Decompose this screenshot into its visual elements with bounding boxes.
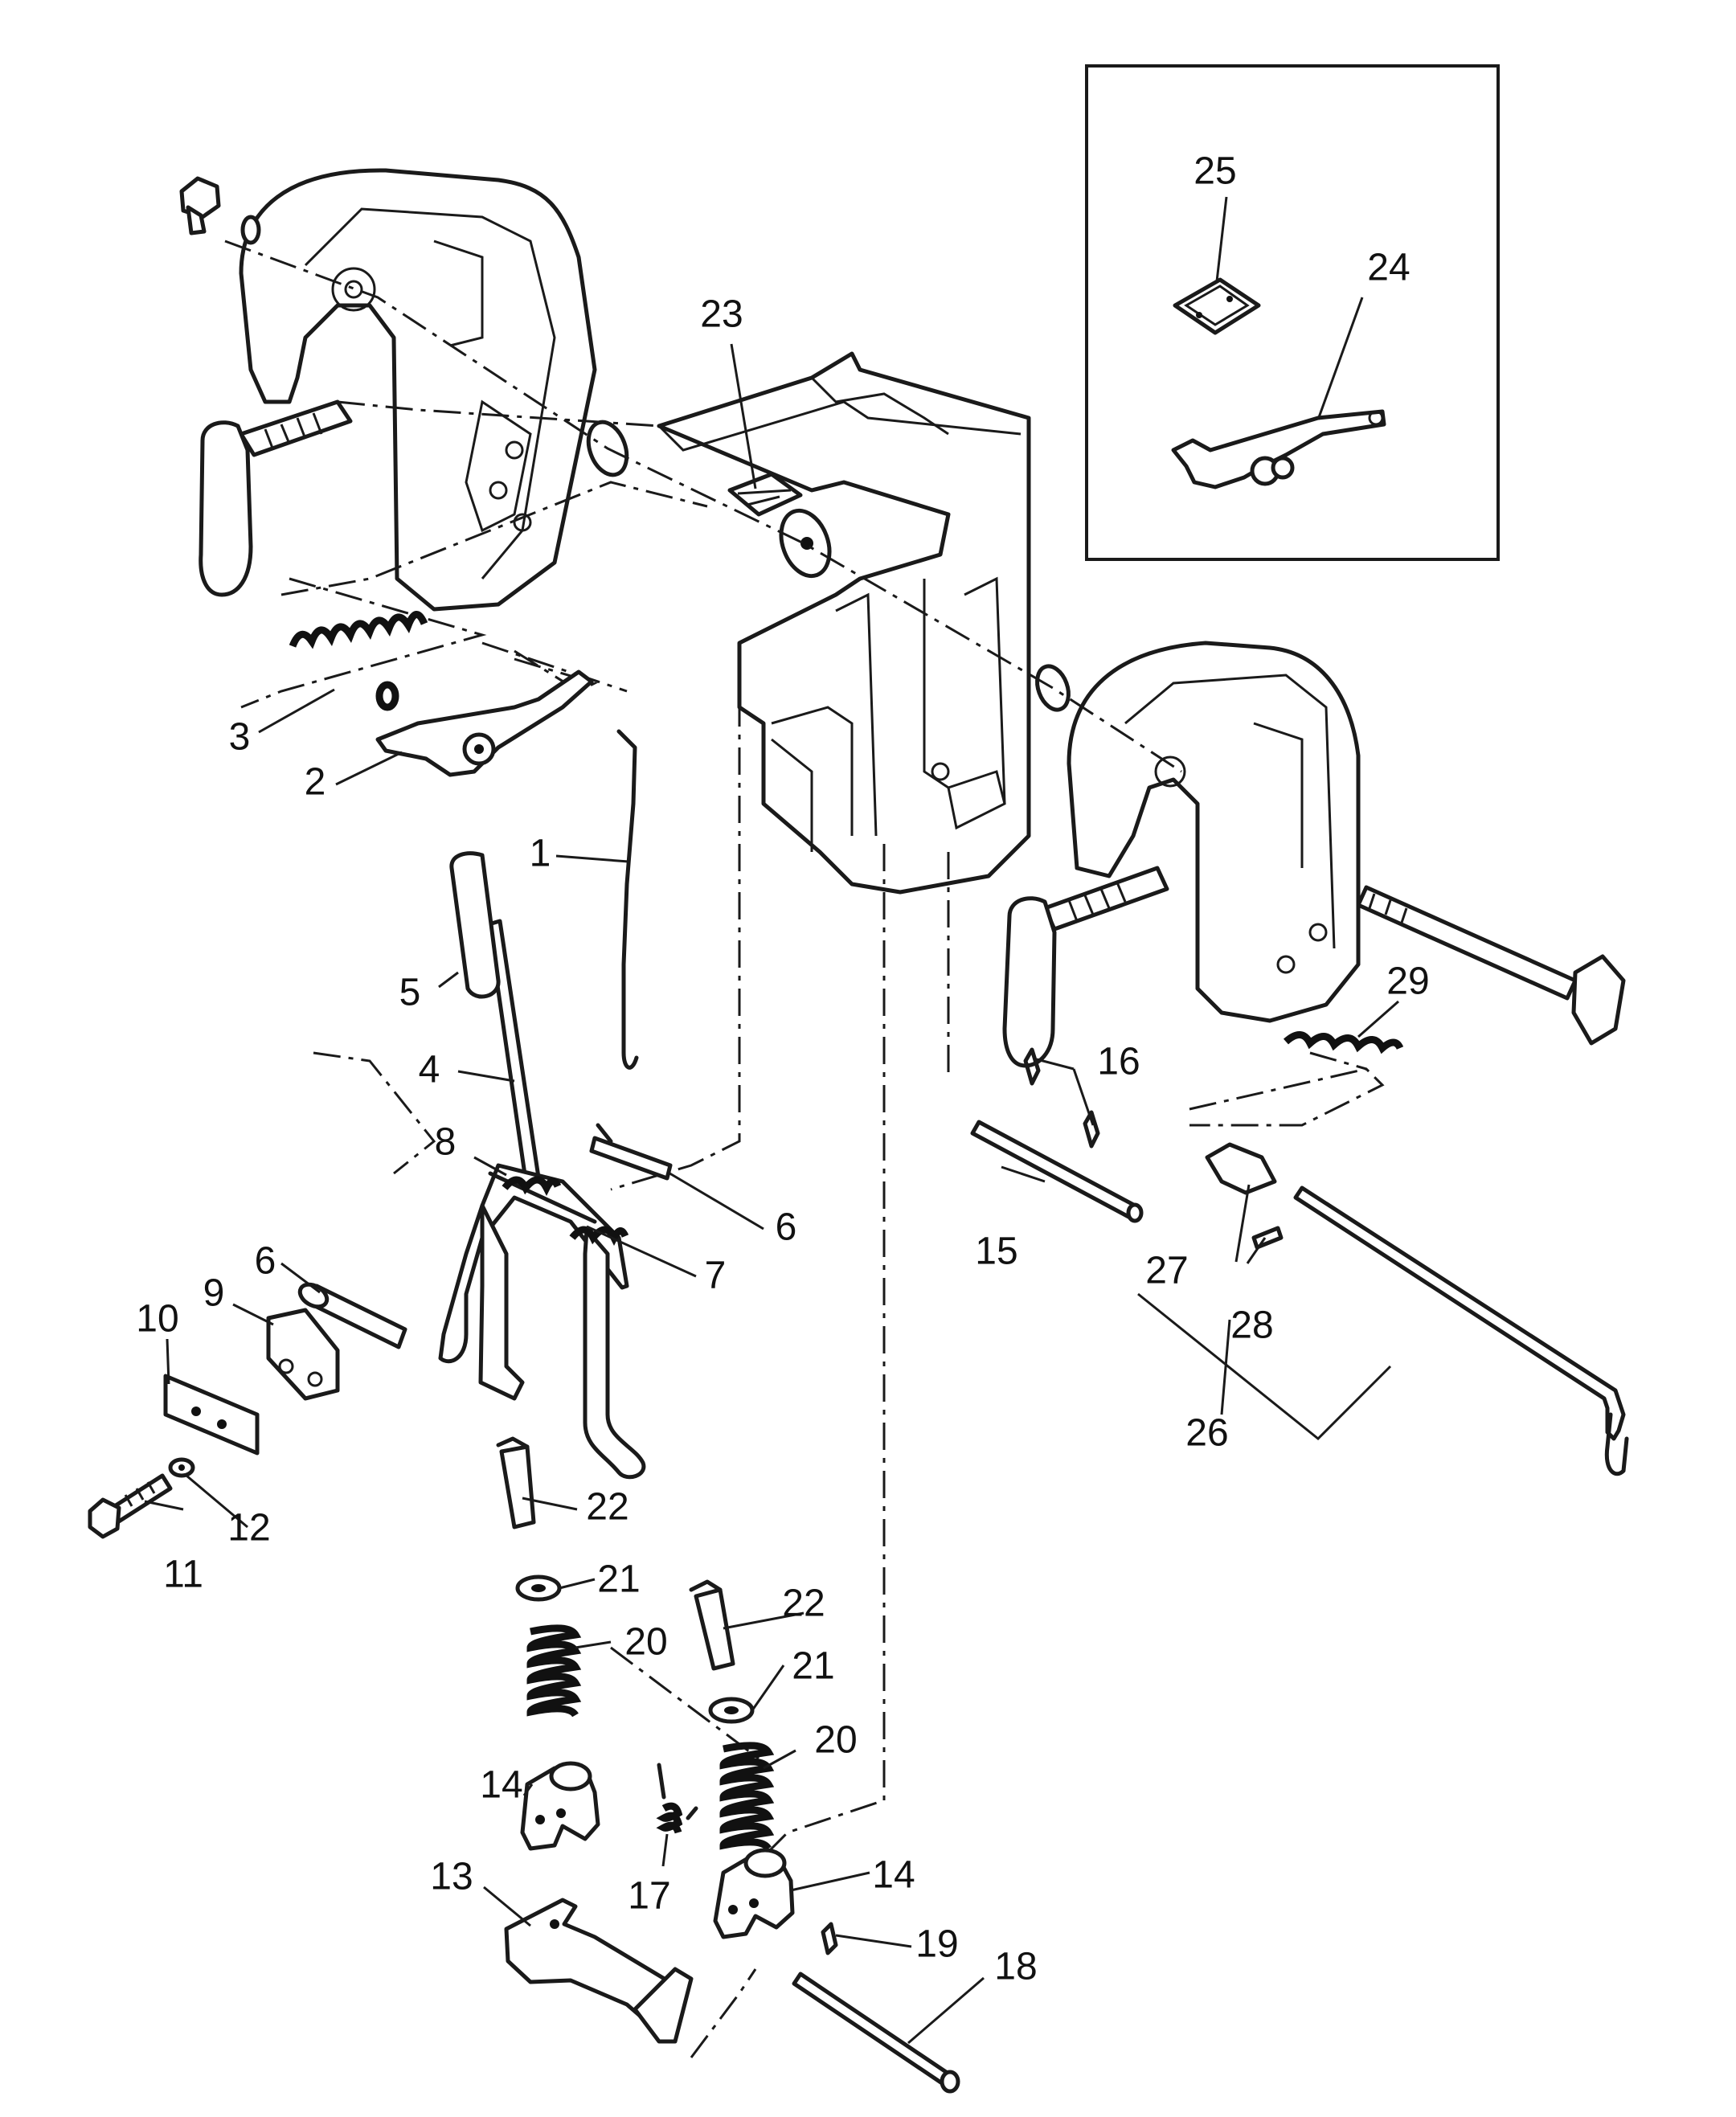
callout-8: 8 [435,1121,457,1164]
pin-6-upper [589,1123,673,1181]
block-9 [266,1308,340,1401]
callout-20-left: 20 [624,1621,667,1664]
callout-6-upper: 6 [776,1206,797,1249]
washer-21-right [708,1697,755,1724]
callout-23: 23 [700,293,743,336]
washer-12 [168,1457,195,1478]
rod-26 [1293,1185,1629,1476]
callout-1: 1 [530,833,551,875]
spring-8 [502,1176,562,1197]
rod-1 [616,729,639,1070]
plate-27 [1205,1142,1277,1195]
callout-24: 24 [1367,247,1410,289]
spring-17 [656,1763,698,1834]
callout-29: 29 [1386,960,1429,1003]
clip-19 [821,1922,838,1955]
pin-22-right [689,1579,735,1671]
callout-22-right: 22 [782,1583,825,1625]
spring-3 [289,611,428,711]
right-clamp-bracket [1002,641,1626,1068]
callout-9: 9 [203,1272,225,1315]
callout-20-right: 20 [814,1719,857,1762]
callout-16: 16 [1097,1041,1140,1083]
arm-14-left [520,1761,600,1851]
spring-7b [569,1226,629,1247]
callout-2: 2 [305,761,326,804]
lever-24 [1171,409,1386,489]
clips-16 [1023,1047,1100,1149]
inset-box [1085,64,1500,561]
callout-14-left: 14 [480,1764,522,1807]
lever-2 [375,669,594,777]
callout-18: 18 [994,1946,1037,1988]
label-plate-25 [1173,277,1261,335]
callout-21-left: 21 [597,1558,640,1601]
callout-13: 13 [430,1856,473,1898]
shaft-15 [970,1120,1144,1223]
assembly-lines [224,240,1385,2058]
callout-21-right: 21 [792,1645,834,1688]
callout-27: 27 [1145,1250,1188,1292]
callout-28: 28 [1230,1304,1273,1347]
callout-10: 10 [136,1298,178,1341]
bolt-11 [88,1473,173,1539]
callout-6-lower: 6 [255,1240,276,1283]
callout-7: 7 [705,1255,727,1297]
callout-12: 12 [227,1507,270,1550]
callout-19: 19 [915,1923,958,1966]
pin-28 [1251,1226,1284,1250]
callout-26: 26 [1185,1412,1228,1455]
knob-5 [449,851,501,999]
spring-20-right [719,1742,775,1851]
left-clamp-bracket [179,168,597,612]
leader-lines [144,196,1399,2045]
shaft-18 [792,1972,960,2094]
callout-5: 5 [399,972,421,1014]
callout-25: 25 [1194,150,1236,193]
callout-22-left: 22 [586,1486,628,1529]
callout-labels: 1 2 3 4 5 6 6 7 8 9 10 11 12 13 14 14 15… [136,150,1429,1988]
callout-17: 17 [628,1875,670,1918]
bracket-13 [504,1898,694,2044]
callout-15: 15 [975,1230,1017,1273]
spring-29 [1283,1031,1404,1054]
washer-21-left [515,1574,562,1602]
callout-4: 4 [419,1049,440,1091]
center-swivel-bracket [586,351,1071,895]
callout-14-right: 14 [872,1854,915,1897]
pin-6-lower [297,1282,407,1349]
yoke-7 [438,1163,646,1480]
spring-20-left [526,1624,582,1718]
pin-22-left [496,1436,536,1529]
arm-14-right [713,1848,795,1939]
callout-3: 3 [229,716,251,759]
plate-10 [163,1374,260,1456]
callout-11: 11 [163,1554,203,1596]
